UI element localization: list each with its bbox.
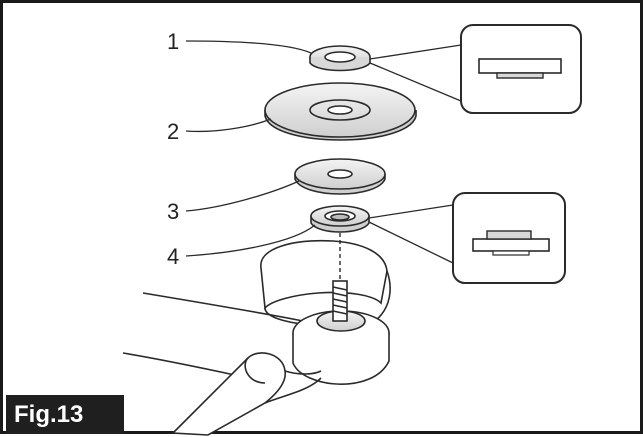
leader-lines: [185, 40, 316, 257]
wheel-guard: [260, 239, 388, 310]
side-handle: [171, 352, 322, 436]
callout-2: 2: [167, 119, 179, 144]
callout-3: 3: [167, 199, 179, 224]
detail-inset-lock-nut: [369, 24, 582, 114]
callout-1: 1: [167, 29, 179, 54]
part-2-wheel: [264, 82, 417, 141]
part-3-inner-flange: [294, 158, 386, 195]
part-1-lock-nut: [309, 45, 371, 72]
assembly-diagram: 1 2 3 4: [122, 24, 582, 436]
callout-4: 4: [167, 244, 179, 269]
figure-label: Fig.13: [6, 395, 124, 434]
grinder-body: [122, 239, 391, 436]
detail-inset-ring: [368, 192, 566, 284]
part-4-ring: [310, 205, 370, 233]
